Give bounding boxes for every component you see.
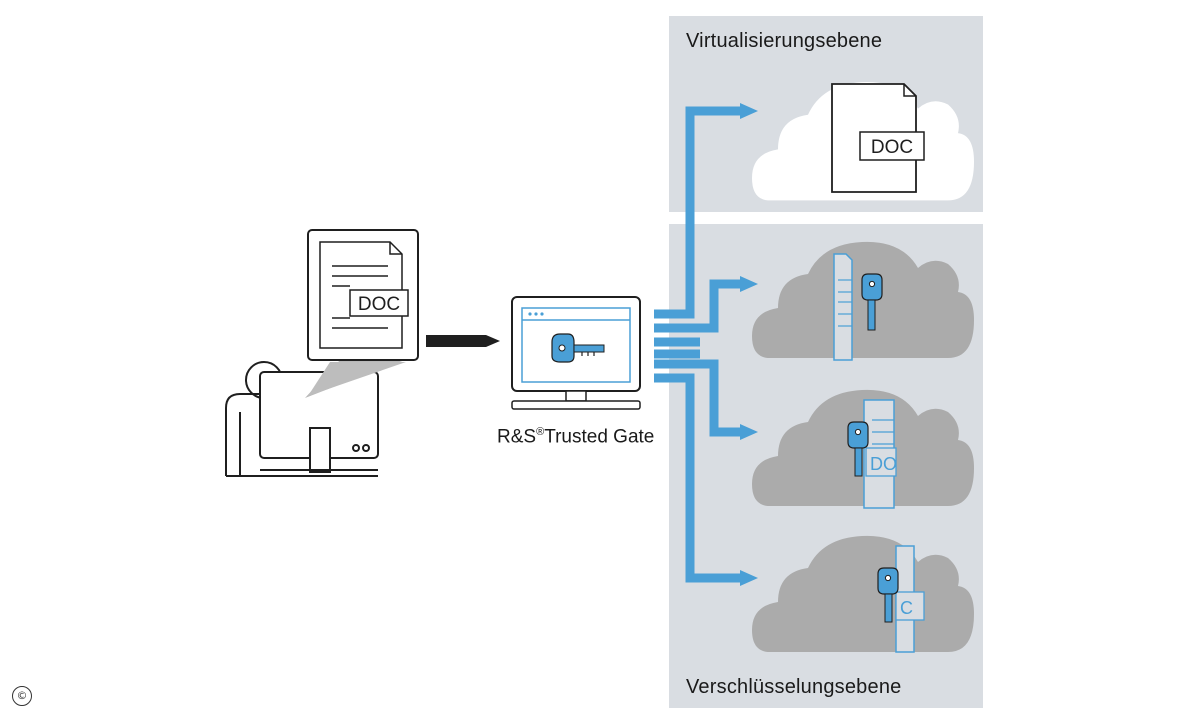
copyright-icon: © [12,686,32,706]
distribution-connectors [654,106,742,583]
connector-cloud-1 [654,279,742,333]
trusted-gate-monitor [511,296,641,410]
document-tag: DOC [358,294,400,315]
trusted-gate-label: R&S®Trusted Gate [497,426,654,448]
upload-arrow [426,335,500,347]
fragment-1-key-icon [861,273,883,331]
document-card: DOC [307,229,419,361]
virtualization-label: Virtualisierungsebene [686,30,883,52]
fragment-2-tag: DO [870,454,897,474]
virtual-document-tag: DOC [871,137,913,158]
virtual-document: DOC [831,83,925,193]
fragment-2-key-icon [847,421,869,477]
encryption-label: Verschlüsselungsebene [686,676,902,698]
fragment-3-key-icon [877,567,899,623]
connector-cloud-3 [654,373,742,583]
gate-brand: R&S [497,426,537,448]
gate-product: Trusted Gate [544,426,655,448]
connector-arrowheads [740,103,758,586]
connector-virtualization [654,106,742,319]
fragment-3: C [895,545,925,653]
registered-mark: ® [536,426,545,438]
gate-key-icon [551,333,605,363]
connector-cloud-2 [654,359,742,437]
user-workstation [225,361,379,477]
fragment-2: DO [863,399,897,509]
fragment-1 [833,253,853,361]
user-body-icon [225,393,262,476]
fragment-3-tag: C [900,598,913,618]
